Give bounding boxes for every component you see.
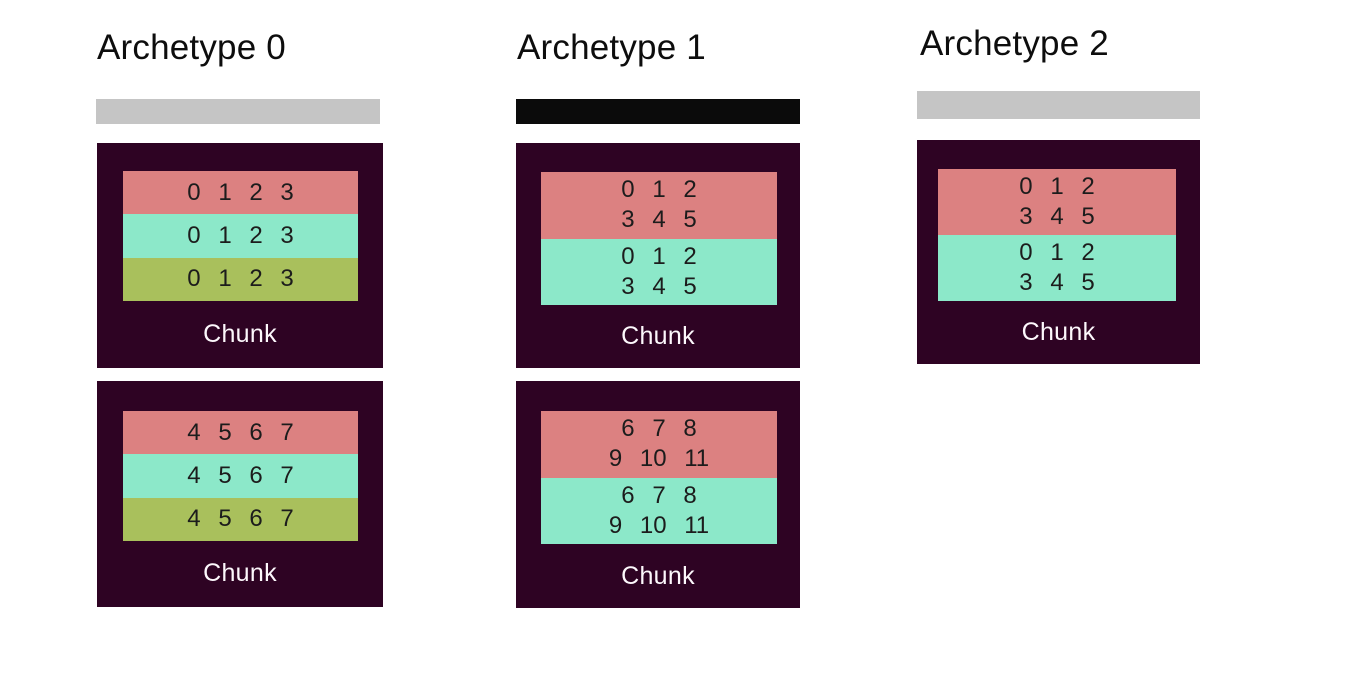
archetype-2-title: Archetype 2 xyxy=(920,24,1109,63)
chunk-label: Chunk xyxy=(1021,318,1096,346)
archetype-1-entity-bar xyxy=(516,99,800,124)
entity-indices: 0 1 2 3 xyxy=(187,178,294,206)
entity-indices: 0 1 2 3 xyxy=(187,265,294,293)
entity-indices: 6 7 8 xyxy=(621,481,697,509)
component-rows: 0 1 2 3 0 1 2 3 0 1 2 3 xyxy=(123,171,358,301)
component-row-red: 0 1 2 3 4 5 xyxy=(938,169,1176,235)
archetype-0-column: Archetype 0 0 1 2 3 0 1 2 3 0 1 2 3 Chun… xyxy=(96,0,384,688)
entity-indices: 3 4 5 xyxy=(621,272,697,300)
component-row-red: 4 5 6 7 xyxy=(123,411,358,455)
archetype-1-chunk-1: 6 7 8 9 10 11 6 7 8 9 10 11 Chunk xyxy=(516,381,800,608)
chunk-label: Chunk xyxy=(621,322,695,350)
entity-indices: 0 1 2 xyxy=(1019,173,1095,200)
component-row-teal: 6 7 8 9 10 11 xyxy=(541,477,777,544)
component-rows: 0 1 2 3 4 5 0 1 2 3 4 5 xyxy=(541,172,777,305)
component-row-red: 6 7 8 9 10 11 xyxy=(541,411,777,478)
archetype-2-entity-bar xyxy=(917,91,1200,119)
archetype-1-title: Archetype 1 xyxy=(517,28,706,67)
component-row-olive: 4 5 6 7 xyxy=(123,497,358,541)
chunk-label: Chunk xyxy=(203,319,277,348)
entity-indices: 3 4 5 xyxy=(621,206,697,234)
component-row-teal: 4 5 6 7 xyxy=(123,454,358,498)
archetype-1-chunk-0: 0 1 2 3 4 5 0 1 2 3 4 5 Chunk xyxy=(516,143,800,368)
component-row-red: 0 1 2 3 4 5 xyxy=(541,172,777,239)
component-rows: 6 7 8 9 10 11 6 7 8 9 10 11 xyxy=(541,411,777,544)
entity-indices: 4 5 6 7 xyxy=(187,505,294,533)
archetype-2-chunk-0: 0 1 2 3 4 5 0 1 2 3 4 5 Chunk xyxy=(917,140,1200,364)
archetype-0-chunk-1: 4 5 6 7 4 5 6 7 4 5 6 7 Chunk xyxy=(97,381,383,607)
archetype-1-column: Archetype 1 0 1 2 3 4 5 0 1 2 3 4 5 Chun… xyxy=(516,0,801,688)
entity-indices: 9 10 11 xyxy=(608,445,710,473)
component-rows: 0 1 2 3 4 5 0 1 2 3 4 5 xyxy=(938,169,1176,301)
chunk-label: Chunk xyxy=(203,559,277,588)
entity-indices: 4 5 6 7 xyxy=(187,418,294,446)
archetype-2-column: Archetype 2 0 1 2 3 4 5 0 1 2 3 4 5 Chun… xyxy=(917,0,1201,688)
component-row-teal: 0 1 2 3 4 5 xyxy=(541,238,777,305)
archetype-0-entity-bar xyxy=(96,99,380,124)
entity-indices: 0 1 2 xyxy=(621,176,697,204)
entity-indices: 4 5 6 7 xyxy=(187,461,294,489)
component-row-teal: 0 1 2 3 xyxy=(123,214,358,258)
entity-indices: 9 10 11 xyxy=(608,511,710,539)
entity-indices: 0 1 2 3 xyxy=(187,221,294,249)
archetype-0-title: Archetype 0 xyxy=(97,28,286,67)
entity-indices: 3 4 5 xyxy=(1019,203,1095,230)
component-row-red: 0 1 2 3 xyxy=(123,171,358,215)
archetype-0-chunk-0: 0 1 2 3 0 1 2 3 0 1 2 3 Chunk xyxy=(97,143,383,368)
component-row-teal: 0 1 2 3 4 5 xyxy=(938,235,1176,301)
component-row-olive: 0 1 2 3 xyxy=(123,257,358,301)
chunk-label: Chunk xyxy=(621,561,695,590)
entity-indices: 6 7 8 xyxy=(621,415,697,443)
entity-indices: 0 1 2 xyxy=(1019,239,1095,266)
entity-indices: 3 4 5 xyxy=(1019,269,1095,296)
component-rows: 4 5 6 7 4 5 6 7 4 5 6 7 xyxy=(123,411,358,541)
entity-indices: 0 1 2 xyxy=(621,242,697,270)
